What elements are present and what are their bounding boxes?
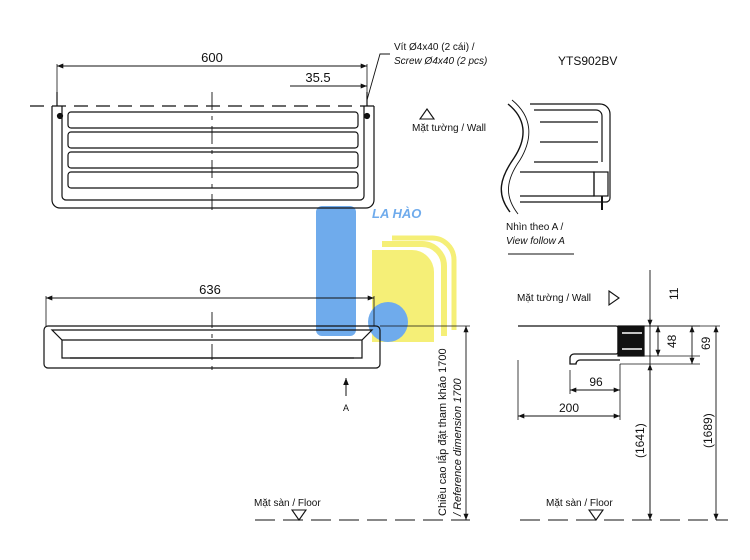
ref-height-vi: Chiều cao lắp đặt tham khảo 1700	[436, 348, 449, 516]
side-dim-1641: (1641)	[633, 423, 647, 458]
watermark-logo: LA HÀO	[316, 206, 457, 342]
ref-height-en: / Reference dimension 1700	[452, 378, 464, 517]
model-number: YTS902BV	[558, 54, 617, 68]
view-a-caption-vi: Nhìn theo A /	[506, 222, 563, 233]
side-dim-69: 69	[699, 336, 713, 350]
screw-label-vi: Vít Ø4x40 (2 cái) /	[394, 42, 475, 53]
side-floor-label: Mặt sàn / Floor	[546, 498, 613, 509]
wall-bracket	[617, 325, 645, 357]
side-dim-96: 96	[589, 375, 603, 389]
top-wall-label: Mặt tường / Wall	[412, 123, 486, 134]
side-dim-11: 11	[667, 287, 681, 300]
front-floor-label: Mặt sàn / Floor	[254, 498, 321, 509]
side-wall-label: Mặt tường / Wall	[517, 293, 591, 304]
shelf-profile	[518, 325, 620, 365]
front-view	[43, 295, 470, 521]
top-view	[30, 53, 436, 210]
shelf-outline	[51, 106, 375, 209]
watermark-text: LA HÀO	[372, 206, 421, 221]
top-dim-width: 600	[201, 50, 223, 65]
screw-label-en: Screw Ø4x40 (2 pcs)	[394, 56, 487, 67]
side-dim-200: 200	[559, 401, 579, 415]
break-line	[500, 103, 524, 213]
top-dim-offset: 35.5	[305, 70, 330, 85]
view-a	[500, 99, 611, 255]
side-view	[517, 270, 728, 521]
view-arrow-label: A	[343, 403, 349, 413]
screw-left	[56, 112, 64, 120]
side-dim-48: 48	[665, 334, 679, 348]
view-a-caption-en: View follow A	[506, 236, 565, 247]
shelf-front-outline	[43, 325, 381, 369]
side-dim-1689: (1689)	[701, 413, 715, 448]
screw-right	[363, 112, 371, 120]
front-dim-width: 636	[199, 282, 221, 297]
